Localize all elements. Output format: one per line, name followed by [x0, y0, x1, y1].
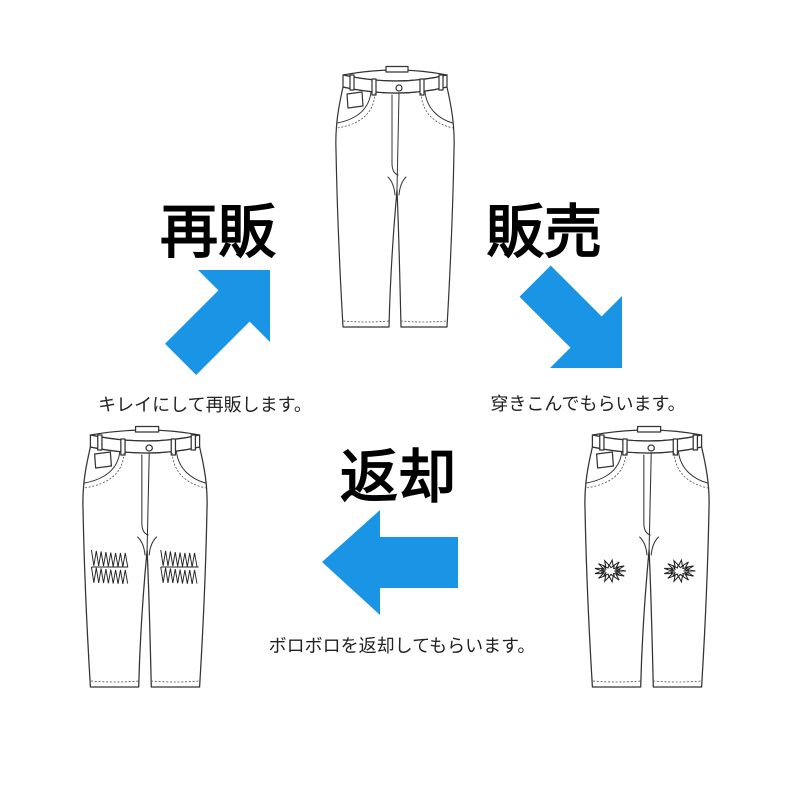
- jeans-worn-body: [584, 425, 710, 688]
- knee-repair-right: [160, 549, 199, 584]
- caption-return: ボロボロを返却してもらいます。: [269, 636, 536, 657]
- knee-repair-left-bottom: [90, 566, 129, 584]
- label-return: 返却: [340, 443, 456, 511]
- jeans-worn: [584, 425, 710, 688]
- knee-hole-left-inner: [601, 564, 621, 578]
- arrow-sell: [519, 265, 622, 368]
- jeans-repaired: [82, 425, 208, 688]
- arrow-resell: [165, 270, 270, 375]
- knee-repair-left: [90, 549, 129, 584]
- knee-repair-left-top: [90, 549, 129, 567]
- knee-repair-right-top: [160, 549, 198, 567]
- caption-resell: キレイにして再販します。: [98, 395, 312, 416]
- label-sell: 販売: [486, 198, 602, 266]
- knee-repair-right-bottom: [160, 566, 198, 584]
- arrow-return: [322, 510, 458, 615]
- knee-hole-right-inner: [670, 564, 690, 578]
- jeans-new: [335, 65, 455, 328]
- caption-wear: 穿きこんでもらいます。: [490, 394, 685, 415]
- label-resell: 再販: [160, 198, 277, 266]
